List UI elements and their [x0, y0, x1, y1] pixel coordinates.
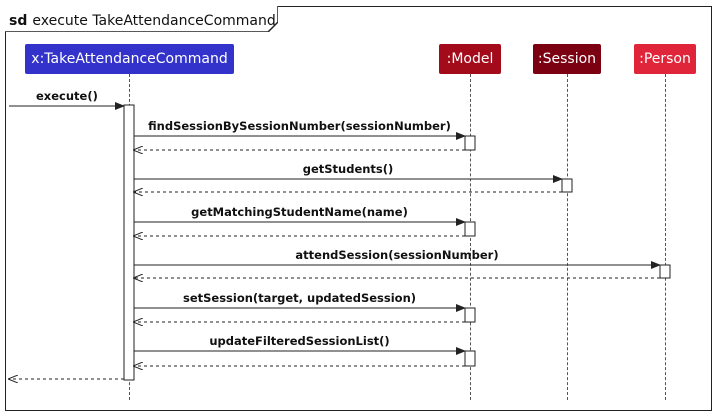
frame-keyword: sd: [9, 13, 28, 29]
message-label: findSessionBySessionNumber(sessionNumber…: [148, 119, 451, 133]
frame-name: execute TakeAttendanceCommand: [32, 13, 276, 29]
activation-bar-cmd: [123, 104, 135, 381]
activation-bar-callee: [659, 264, 671, 279]
message-label: execute(): [36, 89, 98, 103]
message-label: updateFilteredSessionList(): [209, 334, 390, 348]
participant-label: x:TakeAttendanceCommand: [31, 51, 228, 67]
lifeline-model: [470, 74, 471, 400]
diagram-frame: [5, 6, 712, 411]
message-label: setSession(target, updatedSession): [182, 291, 417, 305]
activation-bar-callee: [561, 178, 573, 193]
activation-bar-callee: [464, 307, 476, 323]
frame-tab: [5, 6, 278, 32]
participant-label: :Model: [446, 51, 494, 67]
participant-take-attendance-command: x:TakeAttendanceCommand: [25, 44, 234, 74]
participant-person: :Person: [634, 44, 696, 74]
message-label: attendSession(sessionNumber): [295, 248, 499, 262]
activation-bar-callee: [464, 350, 476, 367]
participant-session: :Session: [533, 44, 601, 74]
participant-label: :Session: [537, 51, 597, 67]
lifeline-session: [567, 74, 568, 400]
activation-bar-callee: [464, 135, 476, 151]
activation-bar-callee: [464, 221, 476, 237]
participant-model: :Model: [439, 44, 501, 74]
participant-label: :Person: [639, 51, 691, 67]
message-label: getMatchingStudentName(name): [191, 205, 408, 219]
lifeline-person: [665, 74, 666, 400]
message-label: getStudents(): [302, 162, 394, 176]
frame-tab-border: [5, 6, 278, 32]
